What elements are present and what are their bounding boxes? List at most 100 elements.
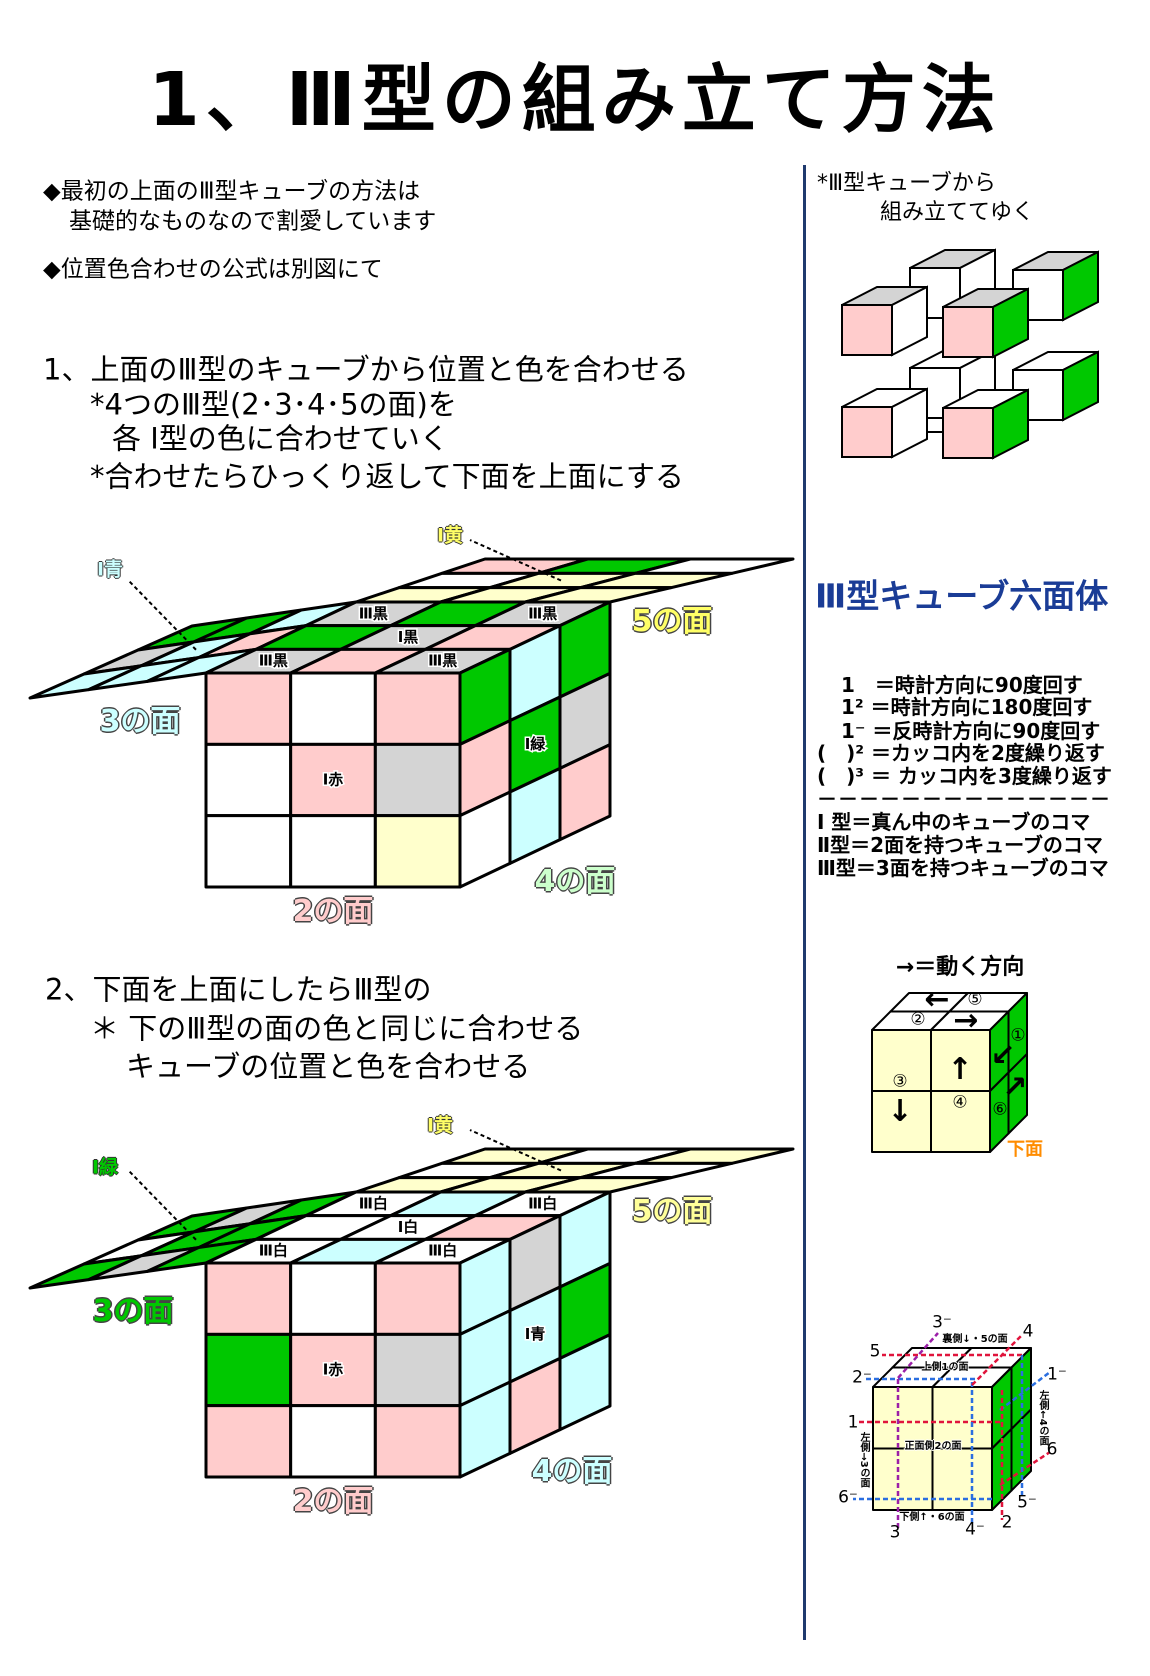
notation-line: 1 ＝時計方向に90度回す	[841, 673, 1083, 697]
face-label-4: 4の面	[534, 864, 616, 899]
bottom-face-label: 下面	[1007, 1139, 1043, 1160]
cube2-front-face-cell	[373, 1404, 462, 1479]
move-number: 4⁻	[965, 1519, 985, 1540]
notation-line: ( )² ＝カッコ内を2度繰り返す	[817, 741, 1105, 765]
small-cube-front	[841, 406, 893, 458]
face-label-2: 2の面	[292, 1484, 374, 1519]
corner-label: Ⅲ黒	[259, 652, 288, 670]
move-number: 2⁻	[852, 1367, 872, 1388]
notation-line: 1² ＝時計方向に180度回す	[841, 695, 1093, 719]
cube1-front-face-cell	[373, 742, 462, 818]
intro-line: 基礎的なものなので割愛しています	[69, 208, 437, 235]
small-cube-front	[942, 306, 994, 358]
move-number: 3	[889, 1522, 901, 1543]
pointer-arrow	[127, 579, 197, 651]
step1-line: 各 Ⅰ型の色に合わせていく	[112, 421, 449, 456]
small-cube-front	[942, 407, 994, 459]
rotation-path-line	[897, 1332, 939, 1379]
center-label: Ⅰ青	[525, 1325, 546, 1343]
corner-label: Ⅲ黒	[528, 604, 557, 622]
right-side-label: 左側←4の面	[1037, 1390, 1048, 1446]
top-side-label: 上側1の面	[921, 1362, 969, 1373]
step2-heading: 2、下面を上面にしたらⅢ型の	[45, 972, 432, 1007]
move-number: 1⁻	[1047, 1364, 1067, 1385]
cube1-front-face-cell	[204, 671, 293, 746]
move-number: 2	[1001, 1512, 1013, 1533]
step2-line: キューブの位置と色を合わせる	[126, 1049, 531, 1084]
move-number: 5	[869, 1341, 881, 1362]
notation-line: 1⁻ ＝反時計方向に90度回す	[841, 719, 1101, 743]
arrow-down-left-icon: ↙	[990, 1038, 1016, 1073]
center-label: Ⅰ赤	[323, 1361, 344, 1379]
pointer-label-back: Ⅰ黄	[426, 1114, 454, 1137]
assemble-note: *Ⅲ型キューブから	[817, 171, 996, 196]
cube2-front-face-cell	[373, 1261, 462, 1336]
pointer-label-left: Ⅰ緑	[91, 1156, 119, 1179]
type-line: Ⅱ型＝2面を持つキューブのコマ	[817, 833, 1103, 857]
pointer-arrow	[127, 1169, 197, 1241]
cube1-right-face-cell	[558, 743, 612, 842]
pointer-arrow	[469, 1129, 562, 1172]
notation-line: ( )³ ＝ カッコ内を3度繰り返す	[817, 764, 1112, 788]
face-label-5: 5の面	[631, 1194, 713, 1229]
bottom-side-label: 下側↑・6の面	[899, 1512, 965, 1523]
mark-6: ⑥	[992, 1099, 1008, 1120]
mark-3: ③	[892, 1071, 908, 1092]
pointer-label-back: Ⅰ黄	[436, 524, 464, 547]
separator: －－－－－－－－－－－－－－	[817, 787, 1111, 811]
move-number: 6⁻	[838, 1487, 858, 1508]
face-cube-front-cell	[872, 1386, 934, 1450]
cube2-front-face-cell	[289, 1261, 377, 1336]
arrow-left-icon: ←	[924, 982, 950, 1017]
cube1-front-face-cell	[373, 671, 462, 746]
cube2-front-face-cell	[204, 1261, 293, 1336]
cube2-front-face-cell	[204, 1404, 293, 1479]
move-number: 6	[1046, 1439, 1058, 1460]
cube1-front-face-cell	[289, 814, 377, 889]
step1-heading: 1、上面のⅢ型のキューブから位置と色を合わせる	[43, 352, 689, 387]
rotation-path-line	[999, 1450, 1051, 1487]
small-cube-front	[841, 304, 893, 356]
arrow-up-right-icon: ↗	[1002, 1070, 1028, 1105]
arrow-down-icon: ↓	[887, 1094, 913, 1129]
corner-label: Ⅲ黒	[359, 604, 388, 622]
face-label-3: 3の面	[92, 1294, 174, 1329]
rotation-path-line	[999, 1371, 1051, 1411]
move-number: 4	[1022, 1321, 1034, 1342]
arrow-right-icon: →	[953, 1003, 979, 1038]
face-label-4: 4の面	[531, 1454, 613, 1489]
face-label-3: 3の面	[99, 704, 181, 739]
cube2-front-face-cell	[373, 1332, 462, 1408]
cube1-front-face-cell	[373, 814, 462, 889]
face-cube-front-cell	[931, 1447, 993, 1511]
face-cube-front-cell	[931, 1386, 993, 1450]
face-cube-right-cell	[1010, 1408, 1032, 1492]
cube2-front-face-cell	[204, 1332, 293, 1408]
arrow-up-icon: ↑	[947, 1052, 973, 1087]
face-label-5: 5の面	[631, 604, 713, 639]
corner-label: Ⅲ白	[259, 1242, 288, 1260]
back-side-label: 裏側↓・5の面	[942, 1334, 1008, 1345]
hexahedron-title: Ⅲ型キューブ六面体	[815, 576, 1109, 616]
center-label: Ⅰ赤	[323, 771, 344, 789]
step1-line: *4つのⅢ型(2･3･4･5の面)を	[90, 387, 457, 422]
pointer-label-left: Ⅰ青	[96, 558, 124, 581]
corner-label: Ⅲ白	[359, 1194, 388, 1212]
corner-label: Ⅲ白	[428, 1242, 457, 1260]
move-number: 3⁻	[932, 1312, 952, 1333]
center-label: Ⅰ白	[398, 1218, 419, 1236]
type-line: Ⅰ 型＝真ん中のキューブのコマ	[817, 810, 1091, 834]
cube2-front-face-cell	[289, 1404, 377, 1479]
type-line: Ⅲ型＝3面を持つキューブのコマ	[817, 856, 1109, 880]
assemble-note: 組み立ててゆく	[880, 200, 1035, 225]
move-legend: →＝動く方向	[895, 955, 1025, 980]
pointer-arrow	[469, 539, 562, 582]
cube1-front-face-cell	[204, 814, 293, 889]
intro-line: ◆位置色合わせの公式は別図にて	[43, 256, 383, 283]
face-cube-front-cell	[872, 1447, 934, 1511]
mark-2: ②	[910, 1009, 926, 1030]
step2-line: ＊ 下のⅢ型の面の色と同じに合わせる	[90, 1011, 584, 1046]
center-label: Ⅰ緑	[525, 735, 547, 753]
mark-4: ④	[952, 1092, 968, 1113]
